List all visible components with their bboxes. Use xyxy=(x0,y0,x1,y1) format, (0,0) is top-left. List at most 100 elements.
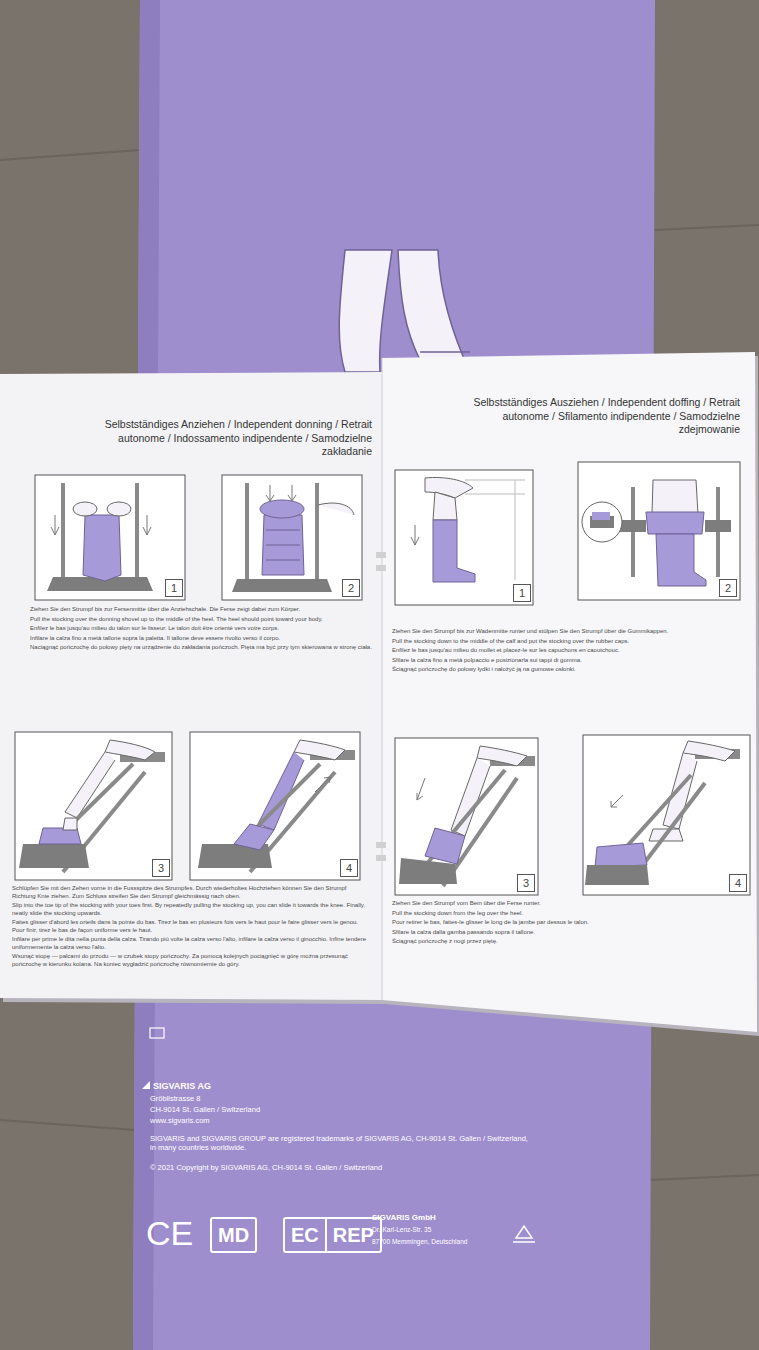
box-print: Gröblistrasse 8 xyxy=(150,1094,350,1103)
box-print: SIGVARIS AG xyxy=(153,1081,353,1092)
box-print: CE xyxy=(146,1212,206,1255)
callout-number: 3 xyxy=(523,876,529,890)
instruction-text: Schlüpfen Sie mit den Zehen vorne in die… xyxy=(12,885,370,900)
instruction-text: Enfilez le bas jusqu'au milieu du talon … xyxy=(30,625,375,633)
step-frame xyxy=(190,732,360,880)
box-print: CH-9014 St. Gallen / Switzerland xyxy=(150,1105,370,1114)
floor-seam xyxy=(655,225,759,230)
box-print: 87700 Memmingen, Deutschland xyxy=(372,1238,512,1246)
instruction-text: Pull the stocking down to the middle of … xyxy=(392,638,737,646)
instruction-text: Infilare la calza fino a metà tallone so… xyxy=(30,635,375,643)
symbol-text: EC xyxy=(285,1219,325,1251)
instruction-text: Ziehen Sie den Strumpf vom Bein über die… xyxy=(392,900,737,908)
floor-seam xyxy=(650,1175,759,1180)
book-icon xyxy=(150,1028,164,1038)
step-illustration xyxy=(198,740,355,872)
step-frame xyxy=(222,475,362,600)
box-print: www.sigvaris.com xyxy=(150,1116,350,1125)
heading-holder: Selbstständiges Ausziehen / Independent … xyxy=(440,396,740,437)
callout-number: 1 xyxy=(519,586,525,600)
floor-seam xyxy=(0,150,140,160)
instruction-text: Infilare per prime le dita nella punta d… xyxy=(12,936,370,951)
label-holder: www.sigvaris.com xyxy=(150,1116,350,1125)
box-leg xyxy=(398,250,470,372)
symbol-text: MD xyxy=(212,1219,255,1251)
step-number-box: 4 xyxy=(729,874,747,892)
step-illustration xyxy=(399,746,535,886)
step-frame xyxy=(35,475,185,600)
leaflet-page xyxy=(382,352,757,1032)
instruction-text: Ziehen Sie den Strumpf bis zur Wadenmitt… xyxy=(392,628,737,636)
instruction-text: Naciągnąć pończochę do połowy pięty na u… xyxy=(30,644,375,652)
step-frame xyxy=(395,738,538,895)
instruction-text: Pull the stocking over the donning shove… xyxy=(30,616,375,624)
step-illustration xyxy=(19,740,165,872)
instruction-text: Ściągnąć pończochę do połowy łydki i nał… xyxy=(392,666,737,674)
step-illustration xyxy=(47,483,153,591)
label-holder: Dr.-Karl-Lenz-Str. 35 xyxy=(372,1226,512,1234)
callout-number: 1 xyxy=(171,581,177,595)
step-number-box: 2 xyxy=(342,579,360,597)
staple xyxy=(376,842,386,848)
label-holder: SIGVARIS and SIGVARIS GROUP are register… xyxy=(150,1134,530,1153)
step-number-box: 3 xyxy=(517,874,535,892)
instruction-text: Sfilare la calza fino a metà polpaccio e… xyxy=(392,657,737,665)
instruction-text: Enfilez le bas jusqu'au milieu du mollet… xyxy=(392,647,737,655)
callout-number: 2 xyxy=(348,581,354,595)
heading-holder: Selbstständiges Anziehen / Independent d… xyxy=(72,418,372,459)
instruction-text: Slip into the toe tip of the stocking wi… xyxy=(12,902,370,917)
step-illustration xyxy=(585,741,740,885)
callout-number: 4 xyxy=(346,861,352,875)
page-heading: Selbstständiges Ausziehen / Independent … xyxy=(440,396,740,437)
step-frame xyxy=(578,462,740,600)
symbol-box: MD xyxy=(210,1217,257,1253)
step-frames xyxy=(15,462,750,895)
step-number-box: 3 xyxy=(152,859,170,877)
callout-number: 3 xyxy=(158,861,164,875)
step-illustration xyxy=(232,483,354,592)
step-number-box: 4 xyxy=(340,859,358,877)
callout-number: 2 xyxy=(725,581,731,595)
step-number-box: 1 xyxy=(165,579,183,597)
box-print: © 2021 Copyright by SIGVARIS AG, CH-9014… xyxy=(150,1163,570,1172)
box-leg xyxy=(339,250,392,372)
instruction-text: Pour retirer le bas, faites-le glisser l… xyxy=(392,919,737,927)
box-print: Dr.-Karl-Lenz-Str. 35 xyxy=(372,1226,512,1234)
staple xyxy=(376,552,386,558)
callout-number: 4 xyxy=(735,876,741,890)
instruction-text: Wsunąć stopę — palcami do przodu — w czu… xyxy=(12,953,370,968)
label-holder: 87700 Memmingen, Deutschland xyxy=(372,1238,512,1246)
label-holder: SIGVARIS GmbH xyxy=(372,1213,512,1223)
floor-seam xyxy=(0,1120,135,1130)
paragraph-group: Ziehen Sie den Strumpf bis zur Wadenmitt… xyxy=(392,628,737,676)
staple xyxy=(376,855,386,861)
label-holder: © 2021 Copyright by SIGVARIS AG, CH-9014… xyxy=(150,1163,570,1172)
step-illustration xyxy=(582,480,731,586)
logo-mark xyxy=(142,1081,150,1089)
step-number-box: 1 xyxy=(513,584,531,602)
box-print: SIGVARIS GmbH xyxy=(372,1213,512,1223)
leaflet-page: Selbstständiges Anziehen / Independent d… xyxy=(2,372,382,998)
box-print: SIGVARIS and SIGVARIS GROUP are register… xyxy=(150,1134,530,1153)
leaflet-page: Selbstständiges Ausziehen / Independent … xyxy=(382,358,755,1030)
instruction-text: Ziehen Sie den Strumpf bis zur Fersenmit… xyxy=(30,606,375,614)
box-leg-line xyxy=(420,351,470,353)
step-frame xyxy=(583,735,750,895)
instruction-text: Faites glisser d'abord les orteils dans … xyxy=(12,919,370,934)
label-holder: Gröblistrasse 8 xyxy=(150,1094,350,1103)
staple xyxy=(376,565,386,571)
step-illustration xyxy=(411,477,525,582)
label-holder: SIGVARIS AG xyxy=(153,1081,353,1092)
page-heading: Selbstständiges Anziehen / Independent d… xyxy=(72,418,372,459)
label-holder: CE xyxy=(146,1212,206,1255)
paragraph-group: Ziehen Sie den Strumpf bis zur Fersenmit… xyxy=(30,606,375,654)
instruction-text: Ściągnąć pończochę z nogi przez piętę. xyxy=(392,938,737,946)
step-frame xyxy=(15,732,172,880)
paragraph-group: Ziehen Sie den Strumpf vom Bein über die… xyxy=(392,900,737,948)
symbol-box: ECREP xyxy=(283,1217,382,1253)
paragraph-group: Schlüpfen Sie mit den Zehen vorne in die… xyxy=(12,885,370,970)
label-holder: CH-9014 St. Gallen / Switzerland xyxy=(150,1105,370,1114)
